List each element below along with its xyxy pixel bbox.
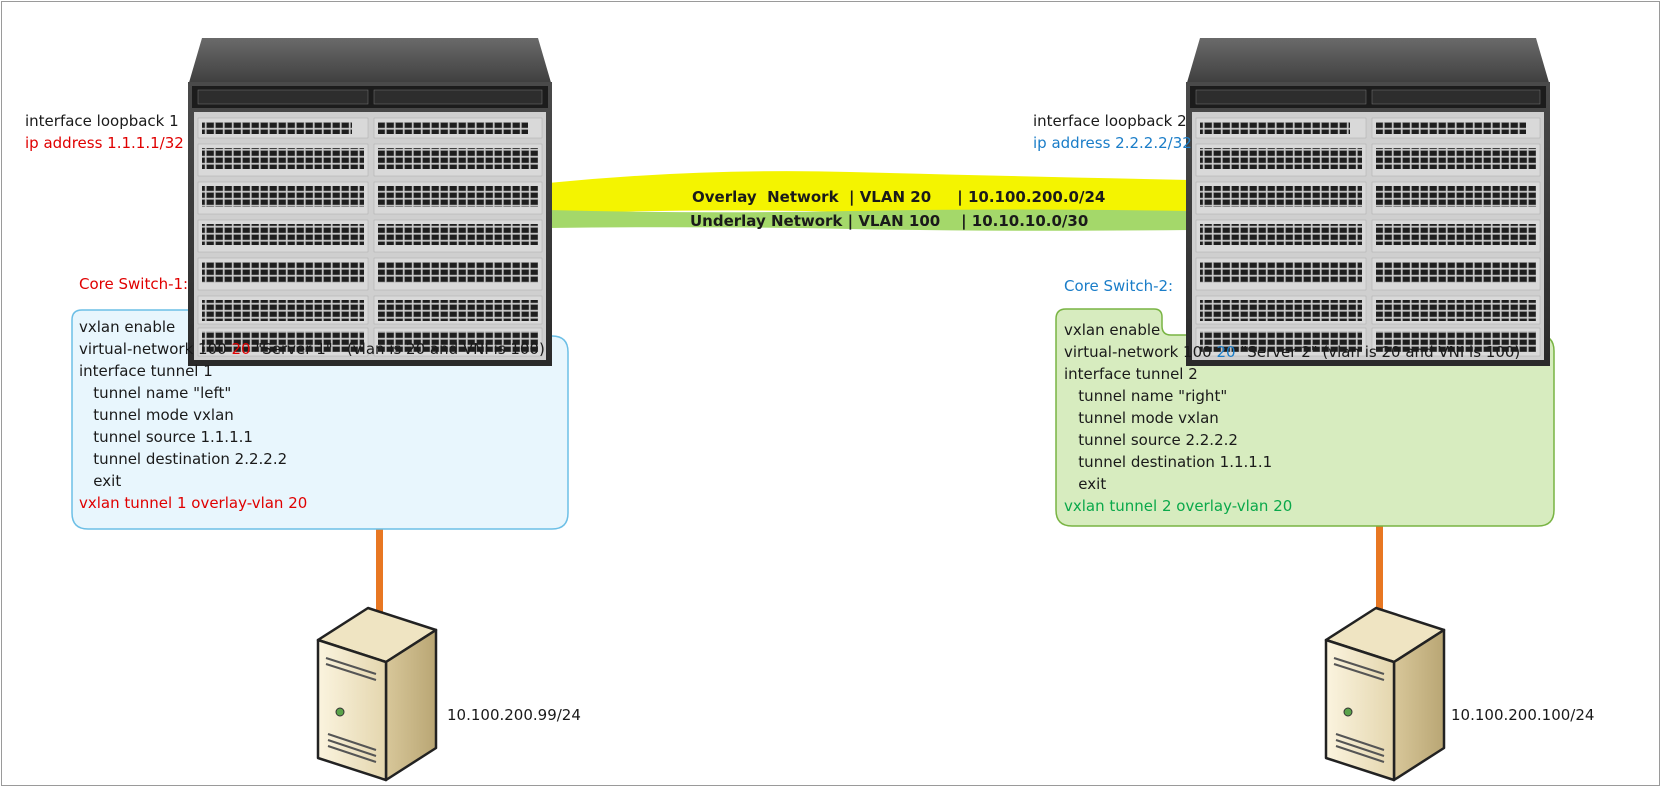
switch-chassis-icon <box>188 38 552 366</box>
underlay-band <box>548 209 1190 231</box>
config-text: "Server 1" (vlan is 20 and VNI is 100) <box>250 340 545 358</box>
vlan-id: 20 <box>231 340 251 358</box>
server-icon <box>316 606 438 782</box>
config-line: vxlan tunnel 1 overlay-vlan 20 <box>79 494 308 512</box>
config-line: exit <box>1064 475 1107 493</box>
underlay-network-label: Underlay Network | VLAN 100 | 10.10.10.0… <box>690 212 1089 230</box>
config-line: tunnel name "right" <box>1064 387 1228 405</box>
switch1-loopback: interface loopback 1 <box>25 112 179 130</box>
config-line: tunnel mode vxlan <box>1064 409 1219 427</box>
config-line: vxlan tunnel 2 overlay-vlan 20 <box>1064 497 1293 515</box>
config-text: "Server 2" (vlan is 20 and VNI is 100) <box>1235 343 1521 361</box>
config-line: tunnel name "left" <box>79 384 232 402</box>
config-line: interface tunnel 2 <box>1064 365 1198 383</box>
switch1-label: Core Switch-1: <box>79 275 189 293</box>
switch1-config: vxlan enable virtual-network 100 20 "Ser… <box>79 317 559 527</box>
server1-ip: 10.100.200.99/24 <box>447 706 581 724</box>
config-line: virtual-network 100 20 "Server 2" (vlan … <box>1064 342 1520 362</box>
overlay-band <box>548 171 1190 214</box>
switch2-loopback: interface loopback 2 <box>1033 112 1187 130</box>
switch2-label: Core Switch-2: <box>1064 277 1174 295</box>
server2-ip: 10.100.200.100/24 <box>1451 706 1595 724</box>
config-text: virtual-network 100 <box>79 340 232 358</box>
overlay-network-label: Overlay Network | VLAN 20 | 10.100.200.0… <box>692 188 1106 206</box>
config-line: interface tunnel 1 <box>79 362 213 380</box>
switch-chassis-icon <box>1186 38 1550 366</box>
config-line: tunnel source 2.2.2.2 <box>1064 431 1238 449</box>
config-line: exit <box>79 472 122 490</box>
config-line: tunnel source 1.1.1.1 <box>79 428 253 446</box>
config-line: tunnel mode vxlan <box>79 406 234 424</box>
config-line: virtual-network 100 20 "Server 1" (vlan … <box>79 339 545 359</box>
switch1-ip-address: ip address 1.1.1.1/32 <box>25 134 184 152</box>
switch2-ip-address: ip address 2.2.2.2/32 <box>1033 134 1192 152</box>
vlan-id: 20 <box>1216 343 1236 361</box>
server-icon <box>1324 606 1446 782</box>
config-line: tunnel destination 2.2.2.2 <box>79 450 288 468</box>
config-line: vxlan enable <box>1064 321 1161 339</box>
switch2-config: vxlan enable virtual-network 100 20 "Ser… <box>1064 320 1550 526</box>
config-line: vxlan enable <box>79 318 176 336</box>
config-text: virtual-network 100 <box>1064 343 1217 361</box>
config-line: tunnel destination 1.1.1.1 <box>1064 453 1273 471</box>
